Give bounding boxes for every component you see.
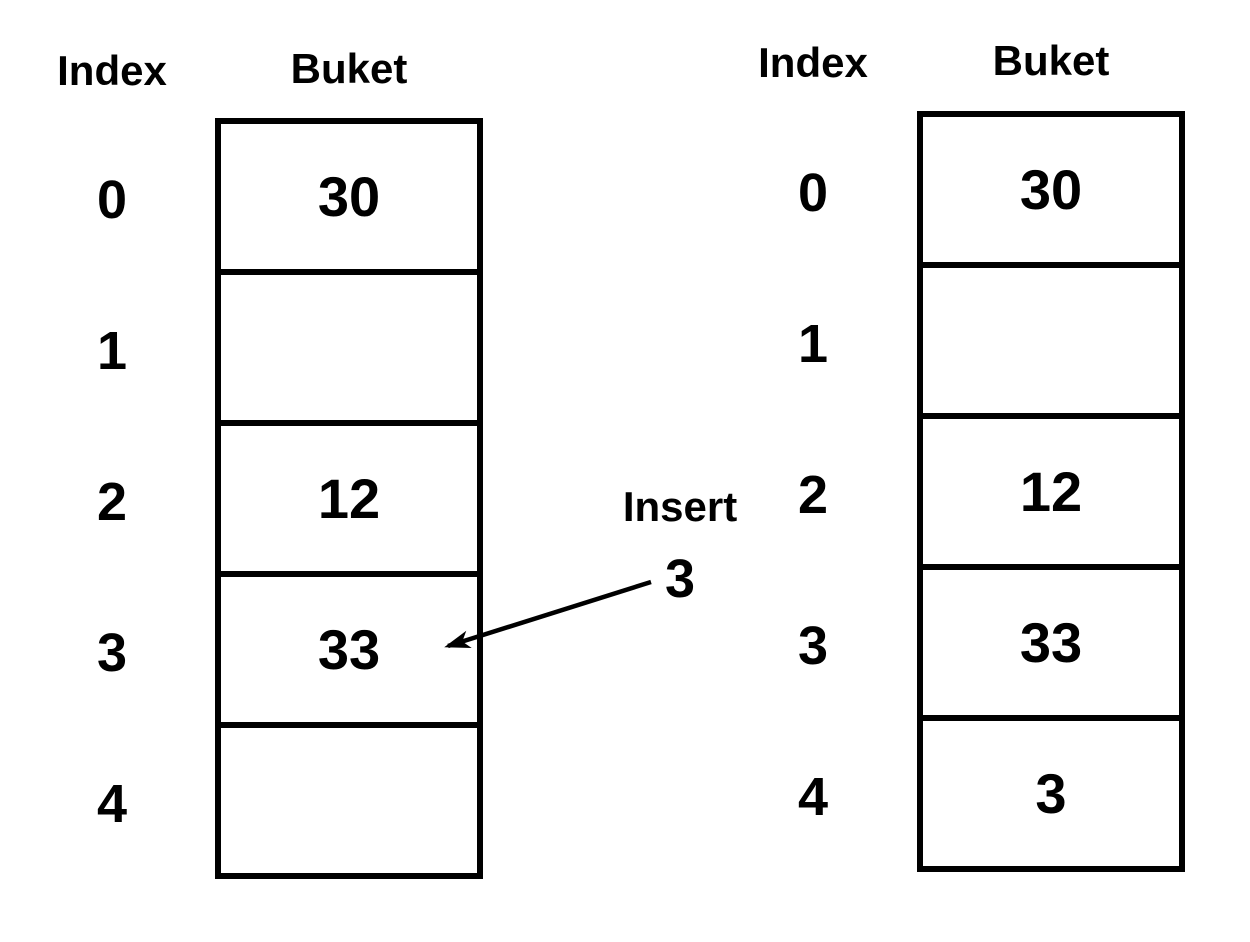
index-label-3: 3	[96, 622, 128, 683]
index-label-4: 4	[797, 766, 829, 827]
bucket-cell-2: 12	[221, 426, 477, 577]
index-column: 0 1 2 3 4	[50, 124, 174, 879]
bucket-cell-4	[221, 728, 477, 873]
index-label-4: 4	[96, 773, 128, 834]
index-label-1: 1	[96, 320, 128, 381]
bucket-cell-4: 3	[1035, 761, 1067, 825]
bucket-table: 30 12 33 3	[917, 111, 1185, 872]
index-label-2: 2	[797, 464, 829, 525]
bucket-cell-1	[923, 268, 1179, 419]
index-header: Index	[758, 39, 868, 86]
bucket-cell-0: 30	[923, 117, 1179, 268]
index-label-0: 0	[96, 169, 128, 230]
bucket-cell-1	[221, 275, 477, 426]
index-label-1: 1	[797, 313, 829, 374]
index-column: 0 1 2 3 4	[751, 117, 875, 872]
bucket-cell-2: 12	[923, 419, 1179, 570]
bucket-cell-3: 33	[923, 570, 1179, 721]
index-header: Index	[57, 47, 167, 94]
bucket-header: Buket	[992, 37, 1110, 84]
bucket-header: Buket	[290, 45, 408, 92]
index-label-0: 0	[797, 162, 829, 223]
index-label-2: 2	[96, 471, 128, 532]
insert-label: Insert	[622, 483, 738, 530]
insert-value: 3	[664, 549, 696, 609]
bucket-cell-3: 33	[221, 577, 477, 728]
bucket-table: 30 12 33	[215, 118, 483, 879]
index-label-3: 3	[797, 615, 829, 676]
bucket-cell-0: 30	[221, 124, 477, 275]
